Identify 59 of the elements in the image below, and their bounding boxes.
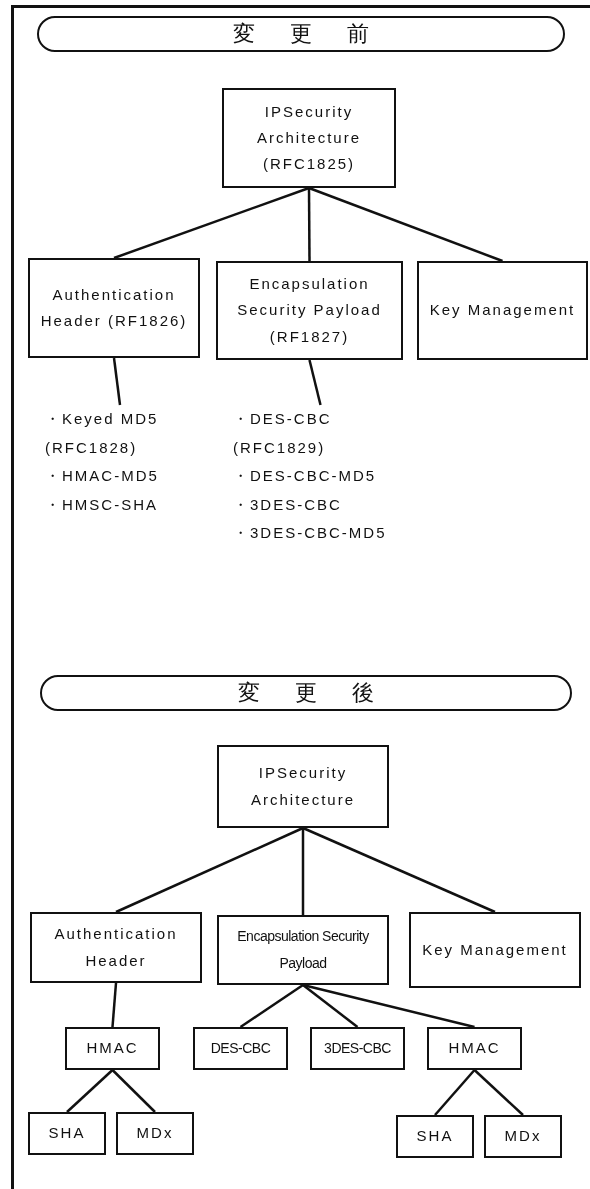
connector-line — [111, 982, 118, 1028]
box-label: DES-CBC — [210, 1039, 271, 1059]
component-box — [116, 1112, 194, 1155]
component-box — [396, 1115, 474, 1158]
connector-line — [112, 357, 122, 406]
list-item: ・DES-CBC-MD5 — [233, 466, 377, 486]
connector-line — [473, 1069, 524, 1116]
section-title: 変更前 — [231, 20, 405, 48]
box-label: HMAC — [448, 1038, 501, 1059]
component-box — [427, 1027, 522, 1070]
box-label: Key Management — [422, 939, 568, 960]
box-label: 3DES-CBC — [324, 1039, 391, 1059]
section-banner — [37, 16, 565, 52]
component-box — [417, 261, 588, 360]
component-box — [310, 1027, 405, 1070]
box-label: Authentication Header (RF1826) — [39, 284, 189, 331]
box-label: IPSecurity Architecture (RFC1825) — [255, 101, 362, 175]
box-label: HMAC — [86, 1038, 139, 1059]
box-label: IPSecurity Architecture — [249, 763, 356, 810]
connector-line — [113, 186, 310, 260]
connector-line — [308, 186, 503, 263]
component-box — [216, 261, 403, 360]
connector-line — [308, 359, 322, 406]
connector-line — [66, 1069, 114, 1113]
component-box — [222, 88, 396, 188]
box-label: Encapsulation Security Payload (RF1827) — [236, 274, 383, 347]
list-item: ・DES-CBC (RFC1829) — [233, 409, 333, 458]
section-title: 変更後 — [236, 679, 410, 707]
box-label: Encapsulation Security Payload — [236, 927, 370, 973]
box-label: Authentication Header — [53, 924, 179, 971]
component-box — [193, 1027, 288, 1070]
connector-line — [302, 983, 475, 1029]
component-box — [30, 912, 202, 983]
list-item: ・HMSC-SHA — [45, 494, 158, 515]
connector-line — [307, 188, 311, 261]
component-box — [217, 915, 389, 985]
component-box — [28, 258, 200, 358]
component-box — [409, 912, 581, 988]
connector-line — [111, 1069, 156, 1113]
box-label: MDx — [136, 1123, 174, 1144]
box-label: SHA — [416, 1126, 454, 1147]
connector-line — [302, 826, 496, 914]
connector-line — [115, 826, 304, 914]
connector-line — [239, 983, 304, 1029]
component-box — [65, 1027, 160, 1070]
connector-line — [301, 828, 305, 915]
list-item: ・3DES-CBC — [233, 494, 342, 515]
box-label: SHA — [48, 1123, 86, 1144]
section-banner — [40, 675, 572, 711]
component-box — [484, 1115, 562, 1158]
component-box — [28, 1112, 106, 1155]
box-label: Key Management — [429, 300, 576, 321]
connector-line — [302, 984, 359, 1028]
connector-line — [434, 1069, 476, 1116]
list-item: ・HMAC-MD5 — [45, 466, 159, 486]
box-label: MDx — [504, 1126, 542, 1147]
list-item: ・3DES-CBC-MD5 — [233, 523, 387, 543]
component-box — [217, 745, 389, 828]
list-item: ・Keyed MD5 (RFC1828) — [45, 409, 160, 458]
